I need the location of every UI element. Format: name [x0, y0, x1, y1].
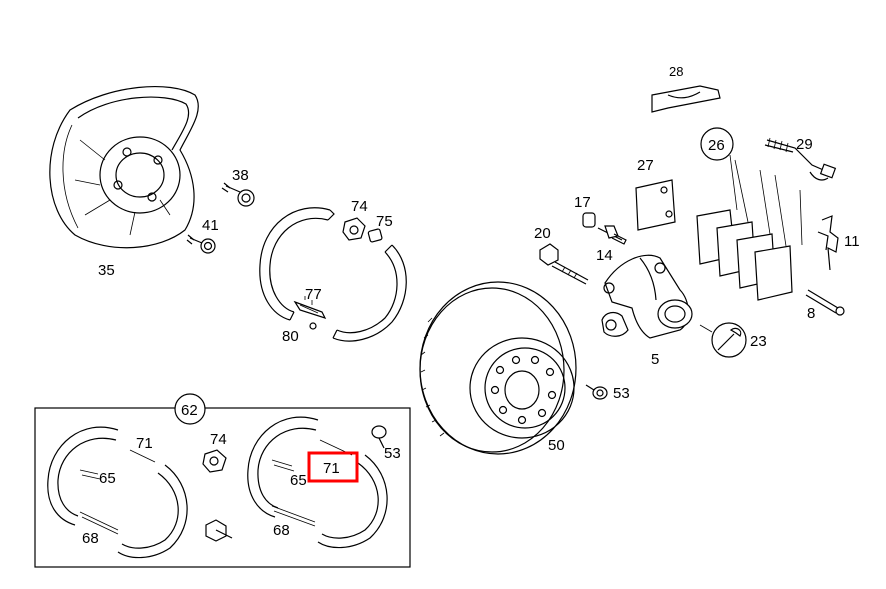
callout-5[interactable]: 5: [651, 351, 659, 368]
callout-62[interactable]: 62: [174, 393, 206, 425]
callout-23[interactable]: 23: [750, 333, 767, 350]
svg-text:28: 28: [669, 64, 683, 79]
callout-20[interactable]: 20: [534, 225, 551, 242]
callout-71-right-highlighted[interactable]: 71: [307, 451, 359, 483]
kit-62-contents: [47, 416, 388, 559]
svg-text:77: 77: [305, 286, 322, 303]
brake-pads: [696, 154, 803, 301]
kit-62-box: [34, 407, 411, 568]
svg-text:71: 71: [323, 460, 340, 477]
callout-80[interactable]: 80: [282, 328, 299, 345]
pin-8: [805, 289, 845, 316]
callout-38[interactable]: 38: [232, 167, 249, 184]
callout-14[interactable]: 14: [596, 247, 613, 264]
svg-text:53: 53: [613, 385, 630, 402]
svg-text:26: 26: [708, 137, 725, 154]
lever-77: [293, 296, 327, 330]
shim-27: [635, 179, 676, 231]
callout-26[interactable]: 26: [700, 127, 734, 161]
svg-text:8: 8: [807, 305, 815, 322]
wear-sensor-29: [764, 137, 837, 181]
svg-text:23: 23: [750, 333, 767, 350]
svg-text:50: 50: [548, 437, 565, 454]
svg-text:65: 65: [99, 470, 116, 487]
svg-text:20: 20: [534, 225, 551, 242]
adjuster-74: [342, 217, 366, 241]
cap-17: [582, 212, 596, 228]
svg-text:41: 41: [202, 217, 219, 234]
callout-68-right[interactable]: 68: [273, 522, 290, 539]
svg-text:68: 68: [273, 522, 290, 539]
brake-caliper: [601, 254, 693, 339]
callout-41[interactable]: 41: [202, 217, 219, 234]
bleeder-14: [597, 225, 627, 245]
callout-50[interactable]: 50: [548, 437, 565, 454]
callout-74-top[interactable]: 74: [351, 198, 368, 215]
callout-65-right[interactable]: 65: [290, 472, 307, 489]
svg-text:29: 29: [796, 136, 813, 153]
callout-77[interactable]: 77: [305, 286, 322, 303]
bolt-41: [186, 234, 216, 254]
callout-17[interactable]: 17: [574, 194, 591, 211]
callout-71-left[interactable]: 71: [136, 435, 153, 452]
svg-text:62: 62: [181, 402, 198, 419]
svg-text:17: 17: [574, 194, 591, 211]
callout-53-disc[interactable]: 53: [613, 385, 630, 402]
callout-27[interactable]: 27: [637, 157, 654, 174]
bolt-38: [221, 182, 255, 207]
callout-28[interactable]: 28: [669, 64, 683, 79]
svg-text:5: 5: [651, 351, 659, 368]
bolt-20: [539, 243, 589, 285]
svg-text:68: 68: [82, 530, 99, 547]
brake-disc: [419, 281, 577, 455]
svg-text:27: 27: [637, 157, 654, 174]
callout-75[interactable]: 75: [376, 213, 393, 230]
wrench-icon: [699, 322, 747, 358]
parking-brake-shoes: [259, 207, 407, 342]
svg-text:74: 74: [351, 198, 368, 215]
svg-text:11: 11: [844, 233, 860, 250]
svg-text:53: 53: [384, 445, 401, 462]
callout-74-kit[interactable]: 74: [210, 431, 227, 448]
svg-text:35: 35: [98, 262, 115, 279]
svg-text:71: 71: [136, 435, 153, 452]
callout-8[interactable]: 8: [807, 305, 815, 322]
shim-28: [651, 85, 721, 113]
clip-11: [817, 215, 839, 271]
svg-text:75: 75: [376, 213, 393, 230]
callout-65-left[interactable]: 65: [99, 470, 116, 487]
callout-68-left[interactable]: 68: [82, 530, 99, 547]
svg-text:74: 74: [210, 431, 227, 448]
svg-text:65: 65: [290, 472, 307, 489]
callout-53-kit[interactable]: 53: [384, 445, 401, 462]
backing-plate: [49, 86, 199, 249]
callout-35[interactable]: 35: [98, 262, 115, 279]
callout-29[interactable]: 29: [796, 136, 813, 153]
svg-text:38: 38: [232, 167, 249, 184]
svg-text:80: 80: [282, 328, 299, 345]
svg-text:14: 14: [596, 247, 613, 264]
callout-11[interactable]: 11: [844, 233, 860, 250]
screw-53: [585, 384, 608, 400]
sleeve-75: [367, 228, 383, 243]
